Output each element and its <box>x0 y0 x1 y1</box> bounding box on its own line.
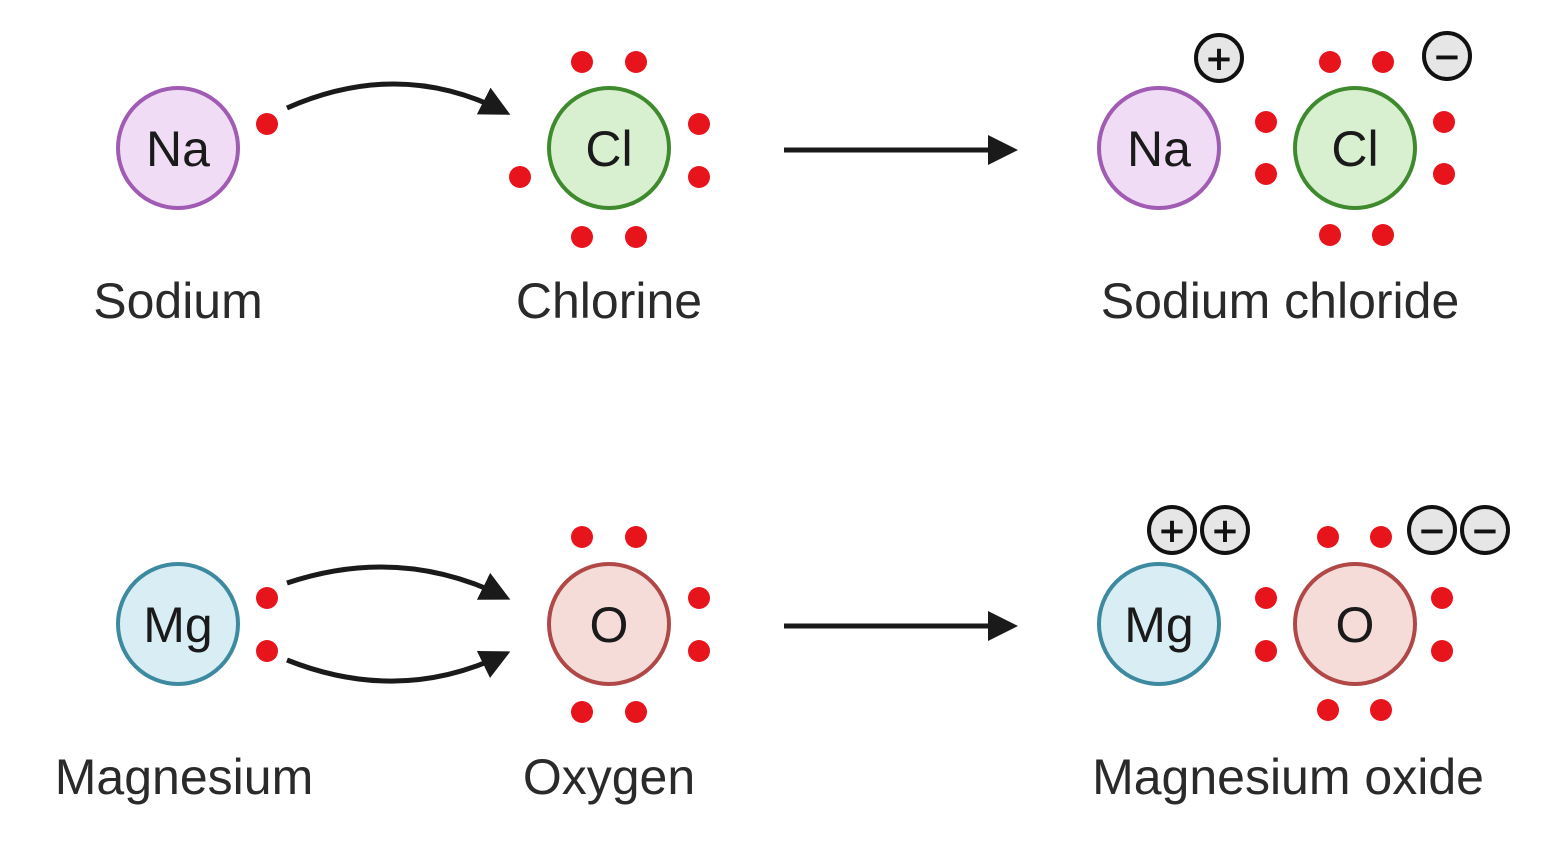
sodium-atom-circle <box>116 86 240 210</box>
magnesium-atom-circle <box>116 562 240 686</box>
positive-charge: + <box>1147 505 1197 555</box>
electron-transfer-arrow <box>285 81 511 115</box>
oxide-electrons <box>1255 526 1453 721</box>
magnesium-ion: Mg <box>1097 562 1221 686</box>
magnesium-valence-electron <box>256 640 278 662</box>
magnesium-label: Magnesium <box>55 749 313 805</box>
electron-dot <box>571 701 593 723</box>
charge-sign: − <box>1418 511 1447 551</box>
oxide-ion: O <box>1293 562 1417 686</box>
electron-dot <box>1317 699 1339 721</box>
magnesium-ion-symbol: Mg <box>1124 597 1193 653</box>
electron-dot <box>571 526 593 548</box>
oxide-ion-symbol: O <box>1336 597 1375 653</box>
electron-transfer-arrow <box>286 650 511 684</box>
electron-dot <box>1370 526 1392 548</box>
chloride-ion-circle <box>1293 86 1417 210</box>
charge-badge <box>1407 505 1457 555</box>
electron-dot <box>688 113 710 135</box>
magnesium-symbol: Mg <box>143 597 212 653</box>
oxygen-atom: O <box>547 562 671 686</box>
charge-sign: − <box>1471 511 1500 551</box>
oxygen-atom-circle <box>547 562 671 686</box>
positive-charge: + <box>1194 33 1244 83</box>
negative-charge: − <box>1460 505 1510 555</box>
electron-dot <box>1255 163 1277 185</box>
magnesium-ion-circle <box>1097 562 1221 686</box>
electron-dot <box>1372 224 1394 246</box>
charge-badge <box>1422 31 1472 81</box>
charge-badge <box>1200 505 1250 555</box>
electron-dot <box>1431 587 1453 609</box>
chloride-electrons <box>1255 51 1455 246</box>
electron-dot <box>1372 51 1394 73</box>
sodium-symbol: Na <box>146 121 210 177</box>
negative-charge: − <box>1422 31 1472 81</box>
charge-sign: + <box>1211 511 1240 551</box>
electron-dot <box>688 166 710 188</box>
oxygen-electrons <box>571 526 710 723</box>
sodium-atom: Na <box>116 86 240 210</box>
electron-dot <box>1433 111 1455 133</box>
oxygen-symbol: O <box>590 597 629 653</box>
oxide-ion-circle <box>1293 562 1417 686</box>
magnesium-valence-electron <box>256 587 278 609</box>
electron-dot <box>1255 587 1277 609</box>
negative-charge: − <box>1407 505 1457 555</box>
charge-sign: + <box>1205 39 1234 79</box>
electron-dot <box>688 640 710 662</box>
electron-dot <box>625 701 647 723</box>
sodium-ion-symbol: Na <box>1127 121 1191 177</box>
charge-badge <box>1460 505 1510 555</box>
electron-dot <box>625 51 647 73</box>
sodium-label: Sodium <box>93 273 263 329</box>
electron-dot <box>1319 51 1341 73</box>
reaction-row-2: Mg Magnesium O Oxygen Mg + <box>55 505 1510 805</box>
electron-dot <box>625 526 647 548</box>
chlorine-atom-circle <box>547 86 671 210</box>
electron-dot <box>1255 111 1277 133</box>
magnesium-atom: Mg <box>116 562 240 686</box>
sodium-ion: Na <box>1097 86 1221 210</box>
electron-transfer-arrow <box>286 564 511 600</box>
electron-dot <box>625 226 647 248</box>
chlorine-electrons <box>509 51 710 248</box>
charge-badge <box>1194 33 1244 83</box>
chlorine-label: Chlorine <box>516 273 702 329</box>
electron-dot <box>1370 699 1392 721</box>
charge-sign: + <box>1158 511 1187 551</box>
magnesium-oxide-label: Magnesium oxide <box>1092 749 1484 805</box>
electron-dot <box>1317 526 1339 548</box>
chloride-ion: Cl <box>1293 86 1417 210</box>
electron-dot <box>1255 640 1277 662</box>
electron-dot <box>571 226 593 248</box>
electron-dot <box>1431 640 1453 662</box>
sodium-valence-electron <box>256 113 278 135</box>
reaction-row-1: Na Sodium Cl Chlorine Na + <box>93 31 1472 329</box>
sodium-ion-circle <box>1097 86 1221 210</box>
chlorine-symbol: Cl <box>585 121 632 177</box>
electron-dot <box>688 587 710 609</box>
oxygen-label: Oxygen <box>523 749 695 805</box>
electron-dot <box>1319 224 1341 246</box>
chloride-ion-symbol: Cl <box>1331 121 1378 177</box>
chlorine-atom: Cl <box>547 86 671 210</box>
charge-sign: − <box>1433 37 1462 77</box>
sodium-chloride-label: Sodium chloride <box>1101 273 1460 329</box>
charge-badge <box>1147 505 1197 555</box>
electron-dot <box>1433 163 1455 185</box>
positive-charge: + <box>1200 505 1250 555</box>
electron-dot <box>509 166 531 188</box>
electron-dot <box>571 51 593 73</box>
